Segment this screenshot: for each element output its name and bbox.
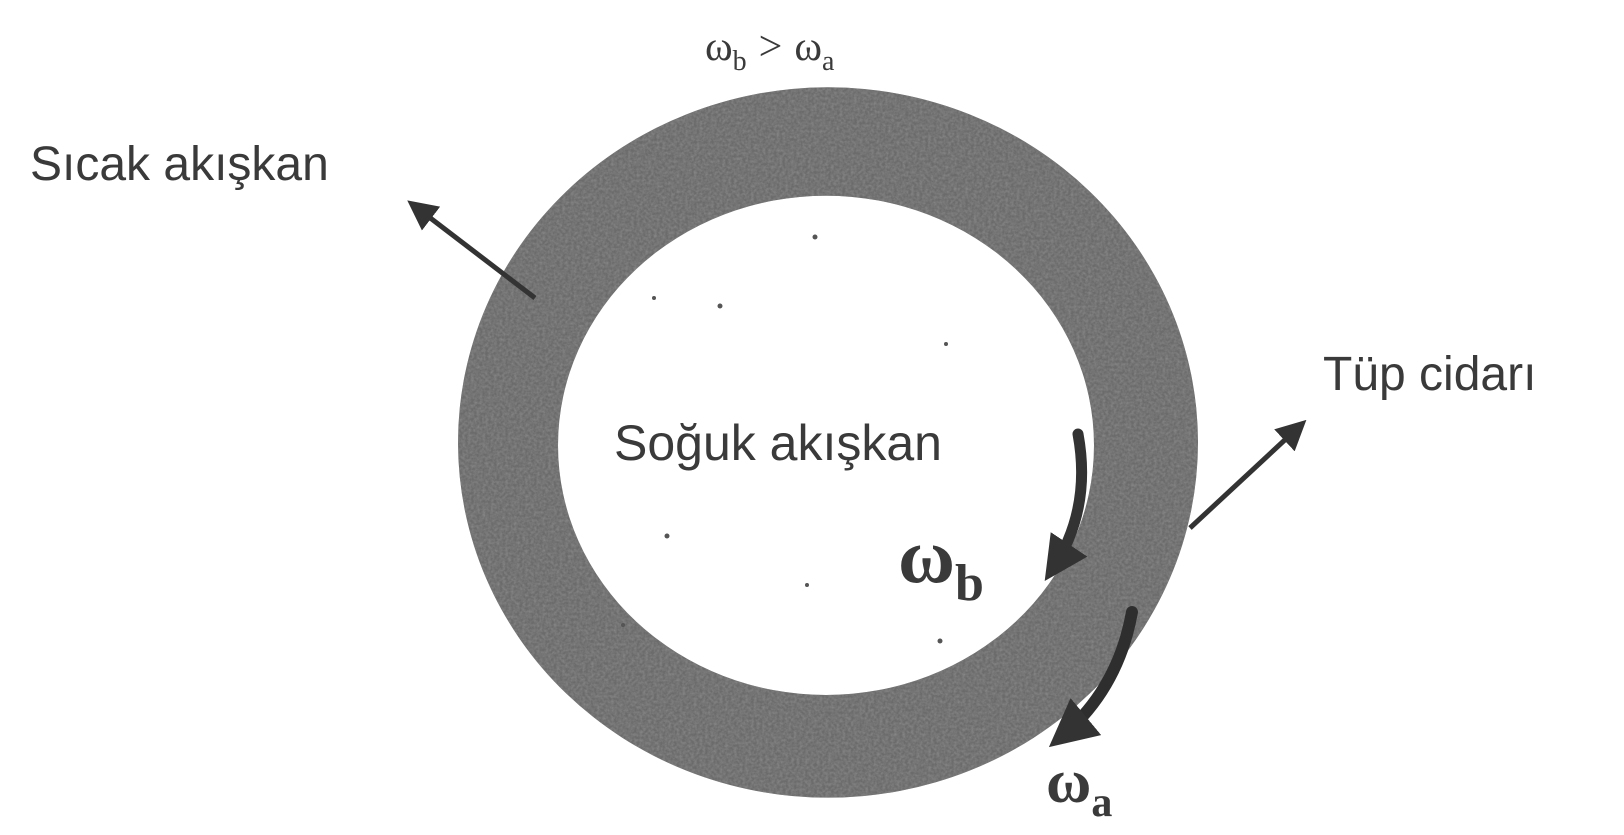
inner-velocity-arrow — [1044, 428, 1088, 581]
relation-right-symbol: ω — [794, 24, 822, 70]
inner-velocity-label: ωb — [898, 512, 984, 612]
tube-wall-label: Tüp cidarı — [1323, 348, 1536, 401]
cold-region-speckles — [621, 234, 948, 644]
outer-velocity-arrow — [1048, 606, 1138, 748]
relation-left-symbol: ω — [705, 24, 733, 70]
relation-left-sub: b — [733, 46, 747, 77]
relation-operator: > — [759, 24, 783, 70]
outer-velocity-label: ωa — [1046, 748, 1112, 826]
hot-fluid-label: Sıcak akışkan — [30, 138, 329, 191]
relation-right-sub: a — [822, 46, 835, 77]
velocity-relation-label: ωb>ωa — [705, 24, 835, 77]
hot-fluid-ring — [458, 87, 1198, 798]
tube-wall-arrow — [1188, 419, 1307, 530]
cold-fluid-label: Soğuk akışkan — [614, 415, 942, 471]
ring-grain — [458, 87, 1198, 798]
outer-velocity-symbol: ω — [1046, 748, 1091, 816]
inner-velocity-symbol: ω — [898, 512, 955, 599]
outer-velocity-sub: a — [1091, 780, 1112, 826]
inner-velocity-sub: b — [955, 555, 984, 612]
hot-fluid-arrow — [407, 200, 537, 300]
